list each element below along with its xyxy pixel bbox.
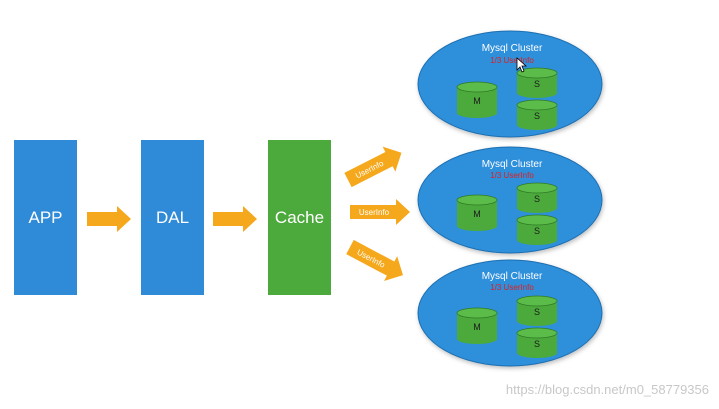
watermark: https://blog.csdn.net/m0_58779356 (505, 382, 709, 397)
slave-db-3a: S (516, 295, 558, 326)
mysql-cluster-2: Mysql Cluster 1/3 UserInfo M S S (417, 146, 603, 254)
arrow-cache-to-cluster-2: UserInfo (350, 199, 410, 225)
cluster-1-subtitle: 1/3 UserInfo (490, 56, 534, 65)
svg-text:S: S (534, 339, 540, 349)
app-label: APP (28, 208, 62, 227)
slave-db-2b: S (516, 214, 558, 245)
slave-db-2a: S (516, 182, 558, 213)
slave-db-1b: S (516, 99, 558, 130)
mouse-cursor-icon (516, 57, 528, 73)
master-db-1: M (456, 81, 498, 118)
cluster-3-subtitle: 1/3 UserInfo (490, 283, 534, 292)
mysql-cluster-3: Mysql Cluster 1/3 UserInfo M S S (417, 259, 603, 367)
svg-text:M: M (473, 209, 481, 219)
svg-text:M: M (473, 96, 481, 106)
cluster-3-title: Mysql Cluster (482, 271, 543, 282)
dal-label: DAL (156, 208, 189, 227)
mysql-cluster-1: Mysql Cluster 1/3 UserInfo M S S (417, 30, 603, 138)
slave-db-1a: S (516, 67, 558, 98)
svg-text:M: M (473, 322, 481, 332)
arrow-label-2: UserInfo (359, 208, 390, 217)
arrow-cache-to-cluster-3: UserInfo (346, 239, 403, 281)
arrow-app-to-dal (87, 206, 131, 232)
svg-text:S: S (534, 79, 540, 89)
master-db-2: M (456, 194, 498, 231)
cache-label: Cache (275, 208, 324, 227)
master-db-3: M (456, 307, 498, 344)
arrow-cache-to-cluster-1: UserInfo (344, 146, 402, 188)
cluster-1-title: Mysql Cluster (482, 43, 543, 54)
cache-box: Cache (268, 140, 331, 295)
dal-box: DAL (141, 140, 204, 295)
svg-text:S: S (534, 194, 540, 204)
app-box: APP (14, 140, 77, 295)
cluster-2-title: Mysql Cluster (482, 159, 543, 170)
svg-text:S: S (534, 226, 540, 236)
slave-db-3b: S (516, 327, 558, 358)
arrow-dal-to-cache (213, 206, 257, 232)
cluster-2-subtitle: 1/3 UserInfo (490, 171, 534, 180)
svg-text:S: S (534, 111, 540, 121)
svg-text:S: S (534, 307, 540, 317)
